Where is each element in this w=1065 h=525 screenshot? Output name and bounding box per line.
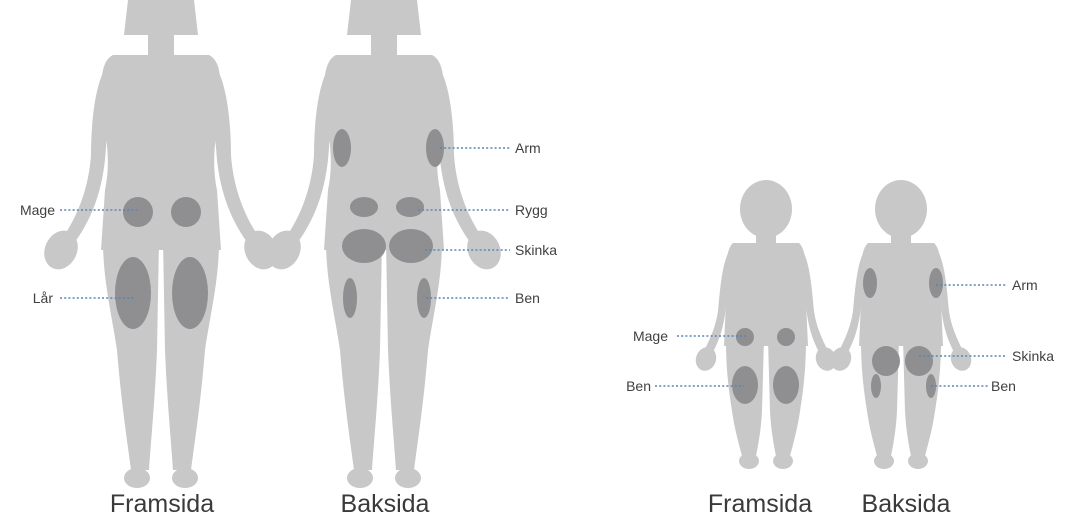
label-adult-arm: Arm <box>515 140 541 156</box>
label-child-ben-back: Ben <box>991 378 1016 394</box>
adult-back-leg-zone-left <box>343 278 357 318</box>
child-back-arm-zone-left <box>863 268 877 298</box>
adult-back-back-zone-left <box>350 197 378 217</box>
caption-child-back: Baksida <box>862 490 951 518</box>
caption-adult-back: Baksida <box>341 490 430 518</box>
adult-front-abdomen-zone-right <box>171 197 201 227</box>
child-back-leg-zone-left <box>871 374 881 398</box>
label-adult-ben: Ben <box>515 290 540 306</box>
adult-back-buttock-zone-left <box>342 229 386 263</box>
adult-back-arm-zone-left <box>333 129 351 167</box>
label-child-mage: Mage <box>633 328 668 344</box>
label-adult-lar: Lår <box>33 290 54 306</box>
adult-back-buttock-zone-right <box>389 229 433 263</box>
child-front-abdomen-zone-right <box>777 328 795 346</box>
child-back-arm-zone-right <box>929 268 943 298</box>
caption-adult-front: Framsida <box>110 490 214 518</box>
label-child-skinka: Skinka <box>1012 348 1054 364</box>
child-back-buttock-zone-right <box>905 346 933 376</box>
child-front-figure <box>692 180 839 469</box>
label-child-arm: Arm <box>1012 277 1038 293</box>
child-back-buttock-zone-left <box>872 346 900 376</box>
adult-front-figure <box>38 0 284 488</box>
adult-back-back-zone-right <box>396 197 424 217</box>
label-adult-rygg: Rygg <box>515 202 548 218</box>
label-adult-mage: Mage <box>20 202 55 218</box>
label-adult-skinka: Skinka <box>515 242 557 258</box>
adult-front-thigh-zone-left <box>115 257 151 329</box>
adult-back-leg-zone-right <box>417 278 431 318</box>
child-back-figure <box>827 180 974 469</box>
caption-child-front: Framsida <box>708 490 812 518</box>
adult-front-thigh-zone-right <box>172 257 208 329</box>
adult-back-figure <box>261 0 507 488</box>
label-child-ben-front: Ben <box>626 378 651 394</box>
adult-front-abdomen-zone-left <box>123 197 153 227</box>
child-front-leg-zone-left <box>732 366 758 404</box>
child-front-abdomen-zone-left <box>736 328 754 346</box>
child-front-leg-zone-right <box>773 366 799 404</box>
